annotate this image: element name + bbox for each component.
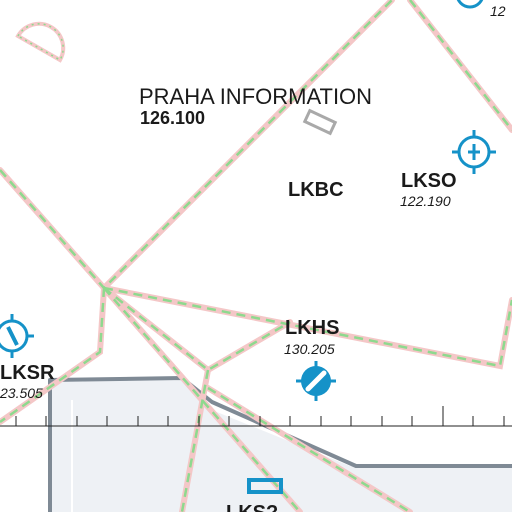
- airway-corridor: [50, 380, 512, 512]
- scale-bar: [0, 406, 512, 427]
- boundary-line-6: [180, 369, 210, 512]
- aerodrome-code-lkbc: LKBC: [288, 179, 344, 201]
- fir-frequency-label: 126.100: [140, 108, 206, 128]
- partial-frequency-label: 12: [490, 3, 506, 19]
- boundary-halo-2: [101, 285, 512, 370]
- boundary-line-4: [103, 287, 291, 372]
- civil-aerodrome-icon: [452, 130, 496, 174]
- boundary-line-5: [103, 287, 301, 512]
- boundary-line-7: [409, 0, 512, 131]
- aerodrome-runway-icon: [0, 314, 34, 358]
- aerodrome-runway-icon: [296, 361, 336, 401]
- partial-aerodrome-code: LKS?: [226, 503, 278, 512]
- aerodrome-frequency-lkso: 122.190: [400, 193, 451, 209]
- civil-aerodrome-icon: [456, 0, 484, 9]
- boundary-line-3: [0, 287, 106, 424]
- boundary-line-1: [0, 0, 393, 290]
- rectangle-outline-icon: [302, 108, 338, 136]
- boundary-line-8: [207, 386, 411, 512]
- restricted-area-circle: [15, 21, 66, 63]
- aerodrome-frequency-lkhs: 130.205: [284, 341, 335, 357]
- fir-name-label: PRAHA INFORMATION: [139, 84, 373, 109]
- boundary-halo-1: [0, 0, 395, 293]
- boundary-halo-4: [101, 285, 293, 374]
- rectangle-outline-icon: [247, 478, 283, 494]
- aerodrome-frequency-lksr: 23.505: [0, 385, 43, 401]
- aerodrome-code-lkhs: LKHS: [285, 317, 340, 339]
- aerodrome-code-lksr: LKSR: [0, 362, 55, 384]
- aerodrome-code-lkso: LKSO: [401, 170, 457, 192]
